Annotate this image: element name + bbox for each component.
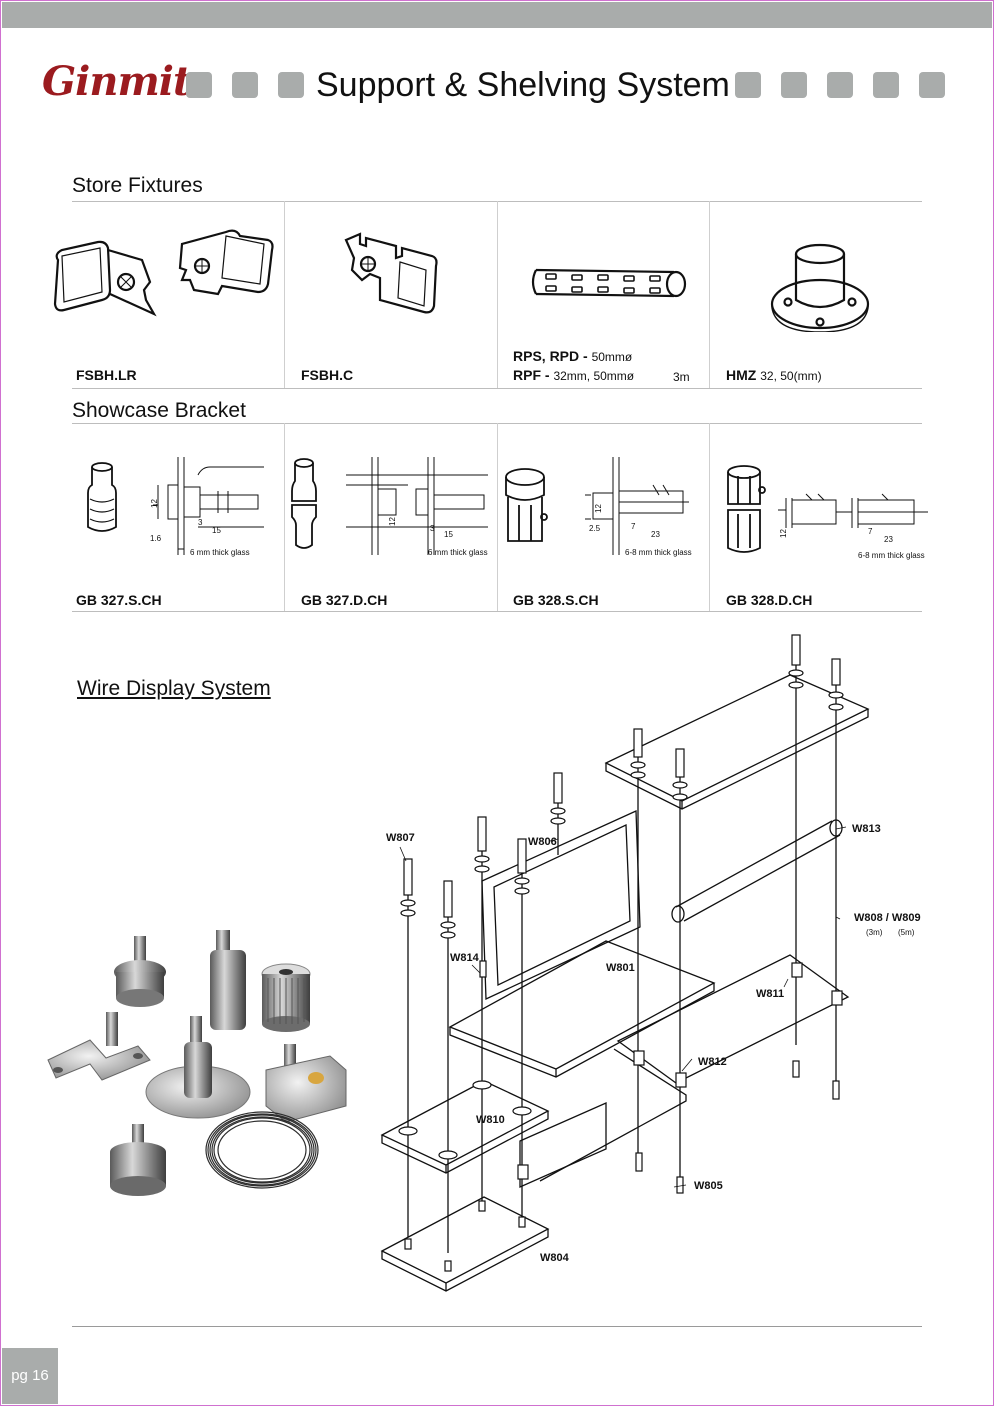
- header-square: [919, 72, 945, 98]
- callout-w813: W813: [852, 823, 881, 835]
- header-square: [186, 72, 212, 98]
- wire-display-diagram: W807 W806 W813 W808 / W809 (3m) (5m) W81…: [380, 634, 921, 1292]
- product-code: HMZ: [726, 367, 757, 383]
- dimension-label: 3: [198, 518, 203, 527]
- rail-length: 3m: [673, 370, 690, 384]
- page-title: Support & Shelving System: [316, 66, 730, 104]
- dimension-label: 6 mm thick glass: [428, 548, 488, 557]
- cell-divider: [709, 423, 710, 611]
- fsbh-c-drawing: [344, 232, 438, 314]
- product-spec: 32, 50(mm): [760, 369, 822, 383]
- product-spec-line1: RPS, RPD - 50mmø: [513, 348, 632, 364]
- product-code: FSBH.LR: [76, 367, 137, 383]
- header-square: [278, 72, 304, 98]
- showcase-bracket-heading: Showcase Bracket: [72, 399, 246, 422]
- footer-divider: [72, 1326, 922, 1327]
- dimension-label: 6-8 mm thick glass: [858, 551, 925, 560]
- callout-w812: W812: [698, 1056, 727, 1068]
- product-spec: 32mm, 50mmø: [553, 369, 635, 383]
- dimension-label: 12: [388, 517, 397, 526]
- cell-divider: [497, 201, 498, 388]
- product-code: FSBH.C: [301, 367, 354, 383]
- callout-w806: W806: [528, 836, 557, 848]
- product-code: GB 327.S.CH: [76, 592, 162, 608]
- fsbh-lr-drawing: [53, 229, 274, 317]
- callout-w810: W810: [476, 1114, 505, 1126]
- dimension-label: 12: [594, 504, 603, 513]
- cell-divider: [709, 201, 710, 388]
- wire-display-heading: Wire Display System: [77, 677, 271, 700]
- dimension-label: 23: [884, 535, 893, 544]
- callout-w805: W805: [694, 1180, 723, 1192]
- dimension-label: 23: [651, 530, 660, 539]
- dimension-label: 15: [444, 530, 453, 539]
- cell-divider: [497, 423, 498, 611]
- dimension-label: 6 mm thick glass: [190, 548, 250, 557]
- header-square: [735, 72, 761, 98]
- callout-w814: W814: [450, 952, 480, 964]
- product-code: RPS, RPD -: [513, 348, 588, 364]
- dimension-label: 12: [779, 529, 788, 538]
- header-square: [873, 72, 899, 98]
- callout-w801: W801: [606, 962, 635, 974]
- gb328d-drawing: 12 7 23 6-8 mm thick glass: [727, 465, 928, 560]
- top-bar: [2, 2, 992, 28]
- store-fixtures-heading: Store Fixtures: [72, 174, 203, 197]
- callout-w811: W811: [756, 988, 784, 1000]
- page-number: pg 16: [2, 1348, 58, 1404]
- product-spec: HMZ 32, 50(mm): [726, 367, 822, 383]
- product-spec: 50mmø: [591, 350, 633, 364]
- rail-tube-drawing: [531, 268, 687, 298]
- product-code: GB 327.D.CH: [301, 592, 388, 608]
- dimension-label: 1.6: [150, 534, 162, 543]
- cell-divider: [284, 201, 285, 388]
- divider: [72, 611, 922, 612]
- dimension-label: 2.5: [589, 524, 601, 533]
- header-square: [781, 72, 807, 98]
- rail-length-label: 3m: [673, 368, 690, 384]
- gb327d-drawing: 12 3 15 6 mm thick glass: [291, 457, 488, 557]
- wire-parts-photo: [47, 930, 347, 1196]
- header-square: [232, 72, 258, 98]
- callout-w808: W808 / W809: [854, 912, 921, 924]
- callout-w808-sub1: (3m): [866, 928, 883, 937]
- gb328s-drawing: 12 2.5 7 23 6-8 mm thick glass: [505, 457, 692, 557]
- product-code: GB 328.D.CH: [726, 592, 813, 608]
- divider: [72, 388, 922, 389]
- product-code: GB 328.S.CH: [513, 592, 599, 608]
- dimension-label: 12: [150, 499, 159, 508]
- callout-w807: W807: [386, 832, 415, 844]
- dimension-label: 6-8 mm thick glass: [625, 548, 692, 557]
- dimension-label: 7: [631, 522, 636, 531]
- cell-divider: [284, 423, 285, 611]
- callout-w808-sub2: (5m): [898, 928, 915, 937]
- product-spec-line2: RPF - 32mm, 50mmø: [513, 367, 634, 383]
- product-code: RPF -: [513, 367, 550, 383]
- gb327s-drawing: 12 3 15 1.6 6 mm thick glass: [87, 457, 264, 557]
- hmz-flange-drawing: [770, 243, 870, 332]
- dimension-label: 15: [212, 526, 221, 535]
- dimension-label: 3: [430, 524, 435, 533]
- brand-logo: Ginmit: [42, 58, 191, 105]
- header-square: [827, 72, 853, 98]
- callout-w804: W804: [540, 1252, 570, 1264]
- dimension-label: 7: [868, 527, 873, 536]
